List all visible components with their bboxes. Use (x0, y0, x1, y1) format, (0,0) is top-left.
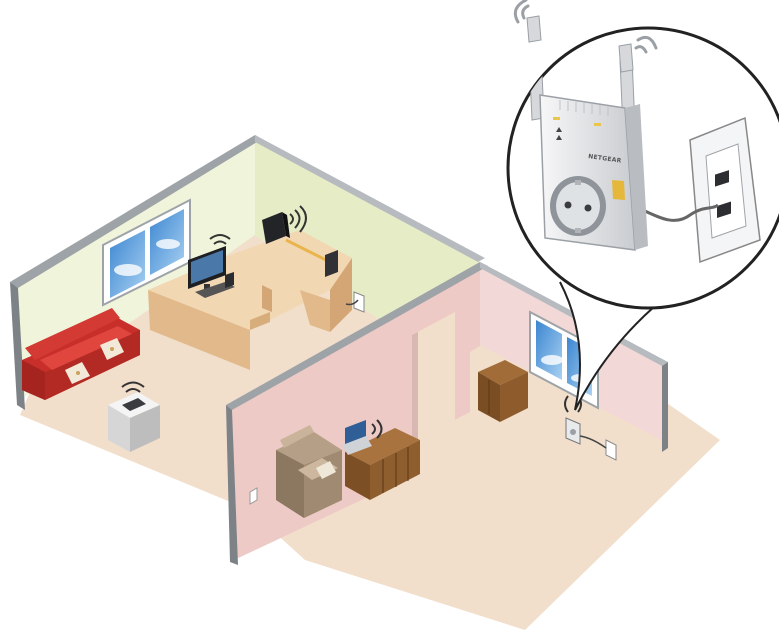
zoom-callout: NETGEAR (506, 0, 779, 310)
room-extender-device (565, 417, 581, 445)
callout-pointer (559, 281, 656, 411)
wifi-extender: NETGEAR (527, 28, 648, 251)
partition-wall-top (226, 262, 488, 410)
router (262, 212, 338, 277)
left-wall-top (10, 135, 262, 288)
led-indicator-icon (556, 135, 562, 140)
status-led (553, 117, 560, 120)
laptop-wifi-icon (371, 419, 383, 439)
side-table (108, 392, 160, 452)
laptop (342, 420, 372, 455)
sofa (22, 308, 140, 400)
left-wall-outlet (345, 291, 365, 313)
corner-cabinet (478, 360, 528, 422)
chair-pillow (316, 461, 336, 479)
led-indicator-icon (556, 127, 562, 132)
ethernet-port (612, 180, 625, 200)
armchair (276, 425, 342, 518)
power-socket (550, 176, 606, 236)
status-led (594, 123, 601, 126)
left-room-window (102, 198, 191, 307)
left-room-right-wall (255, 140, 480, 320)
antenna-left-wifi-icon (513, 0, 530, 24)
media-cabinet (345, 428, 420, 500)
tablet-wifi-icon (121, 381, 145, 393)
left-wall-end (10, 282, 25, 410)
computer-wifi-icon (209, 234, 231, 245)
right-wall-top (255, 135, 485, 262)
partition-outlet (249, 487, 258, 505)
desktop-computer (188, 246, 235, 298)
extender-brand-label: NETGEAR (588, 153, 622, 165)
doorway (412, 312, 455, 478)
antenna-right-wifi-icon (634, 35, 658, 54)
ethernet-wall-plate (689, 116, 761, 264)
router-wifi-icon (289, 205, 307, 233)
right-wall-outlet (579, 435, 617, 461)
